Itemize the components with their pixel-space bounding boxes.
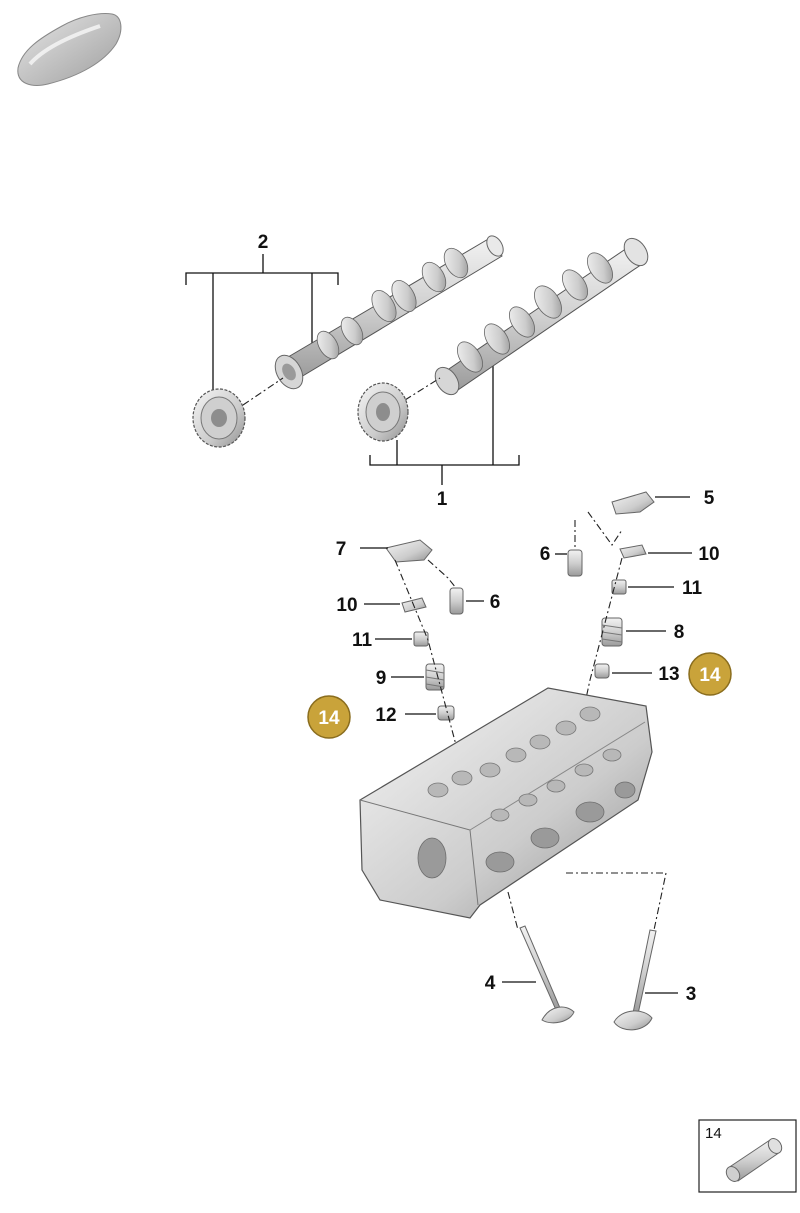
callout-12: 12	[375, 705, 396, 726]
inset-label: 14	[705, 1125, 722, 1142]
hydraulic-lifter-left	[449, 587, 464, 615]
badge-14-right[interactable]: 14	[688, 652, 732, 696]
callout-11-left: 11	[352, 630, 373, 651]
callout-13: 13	[658, 664, 679, 685]
callout-9: 9	[376, 668, 387, 689]
cylinder-head	[359, 687, 653, 919]
rocker-arm-left	[385, 539, 433, 563]
callout-4: 4	[485, 973, 496, 994]
hydraulic-lifter-right	[567, 549, 583, 577]
valve-stem-seal-right	[594, 663, 610, 679]
callout-1: 1	[437, 489, 448, 510]
inset-part-14[interactable]: 14	[698, 1119, 797, 1193]
callout-3: 3	[686, 984, 697, 1005]
callout-8: 8	[674, 622, 685, 643]
callout-6-right: 6	[540, 544, 551, 565]
badge-14-left-label: 14	[318, 708, 340, 729]
valve-spring-right	[601, 617, 623, 647]
cam-sprocket-right	[357, 382, 409, 442]
car-silhouette-icon	[17, 13, 122, 86]
callout-6-left: 6	[490, 592, 501, 613]
dowel-sleeve-icon	[725, 1138, 783, 1182]
badge-14-right-label: 14	[699, 665, 721, 686]
camshaft-right	[434, 237, 649, 396]
axis-line-right-camshaft	[404, 377, 441, 401]
intake-valve	[613, 929, 657, 1031]
callout-5: 5	[704, 488, 715, 509]
exhaust-valve	[519, 925, 575, 1024]
camshaft-left	[274, 235, 504, 390]
callout-11-right: 11	[682, 578, 703, 599]
rocker-arm-right	[611, 491, 655, 515]
bracket-camshaft-set-1	[369, 365, 520, 485]
axis-line-left-camshaft	[242, 377, 284, 406]
cam-sprocket-left	[192, 388, 246, 448]
bracket-camshaft-set-2	[185, 254, 339, 390]
spring-retainer-right	[619, 544, 647, 559]
leader-lines	[360, 496, 692, 994]
callout-10-left: 10	[336, 595, 357, 616]
badge-14-left[interactable]: 14	[307, 695, 351, 739]
callout-2: 2	[258, 232, 269, 253]
callout-10-right: 10	[698, 544, 719, 565]
callout-7: 7	[336, 539, 347, 560]
